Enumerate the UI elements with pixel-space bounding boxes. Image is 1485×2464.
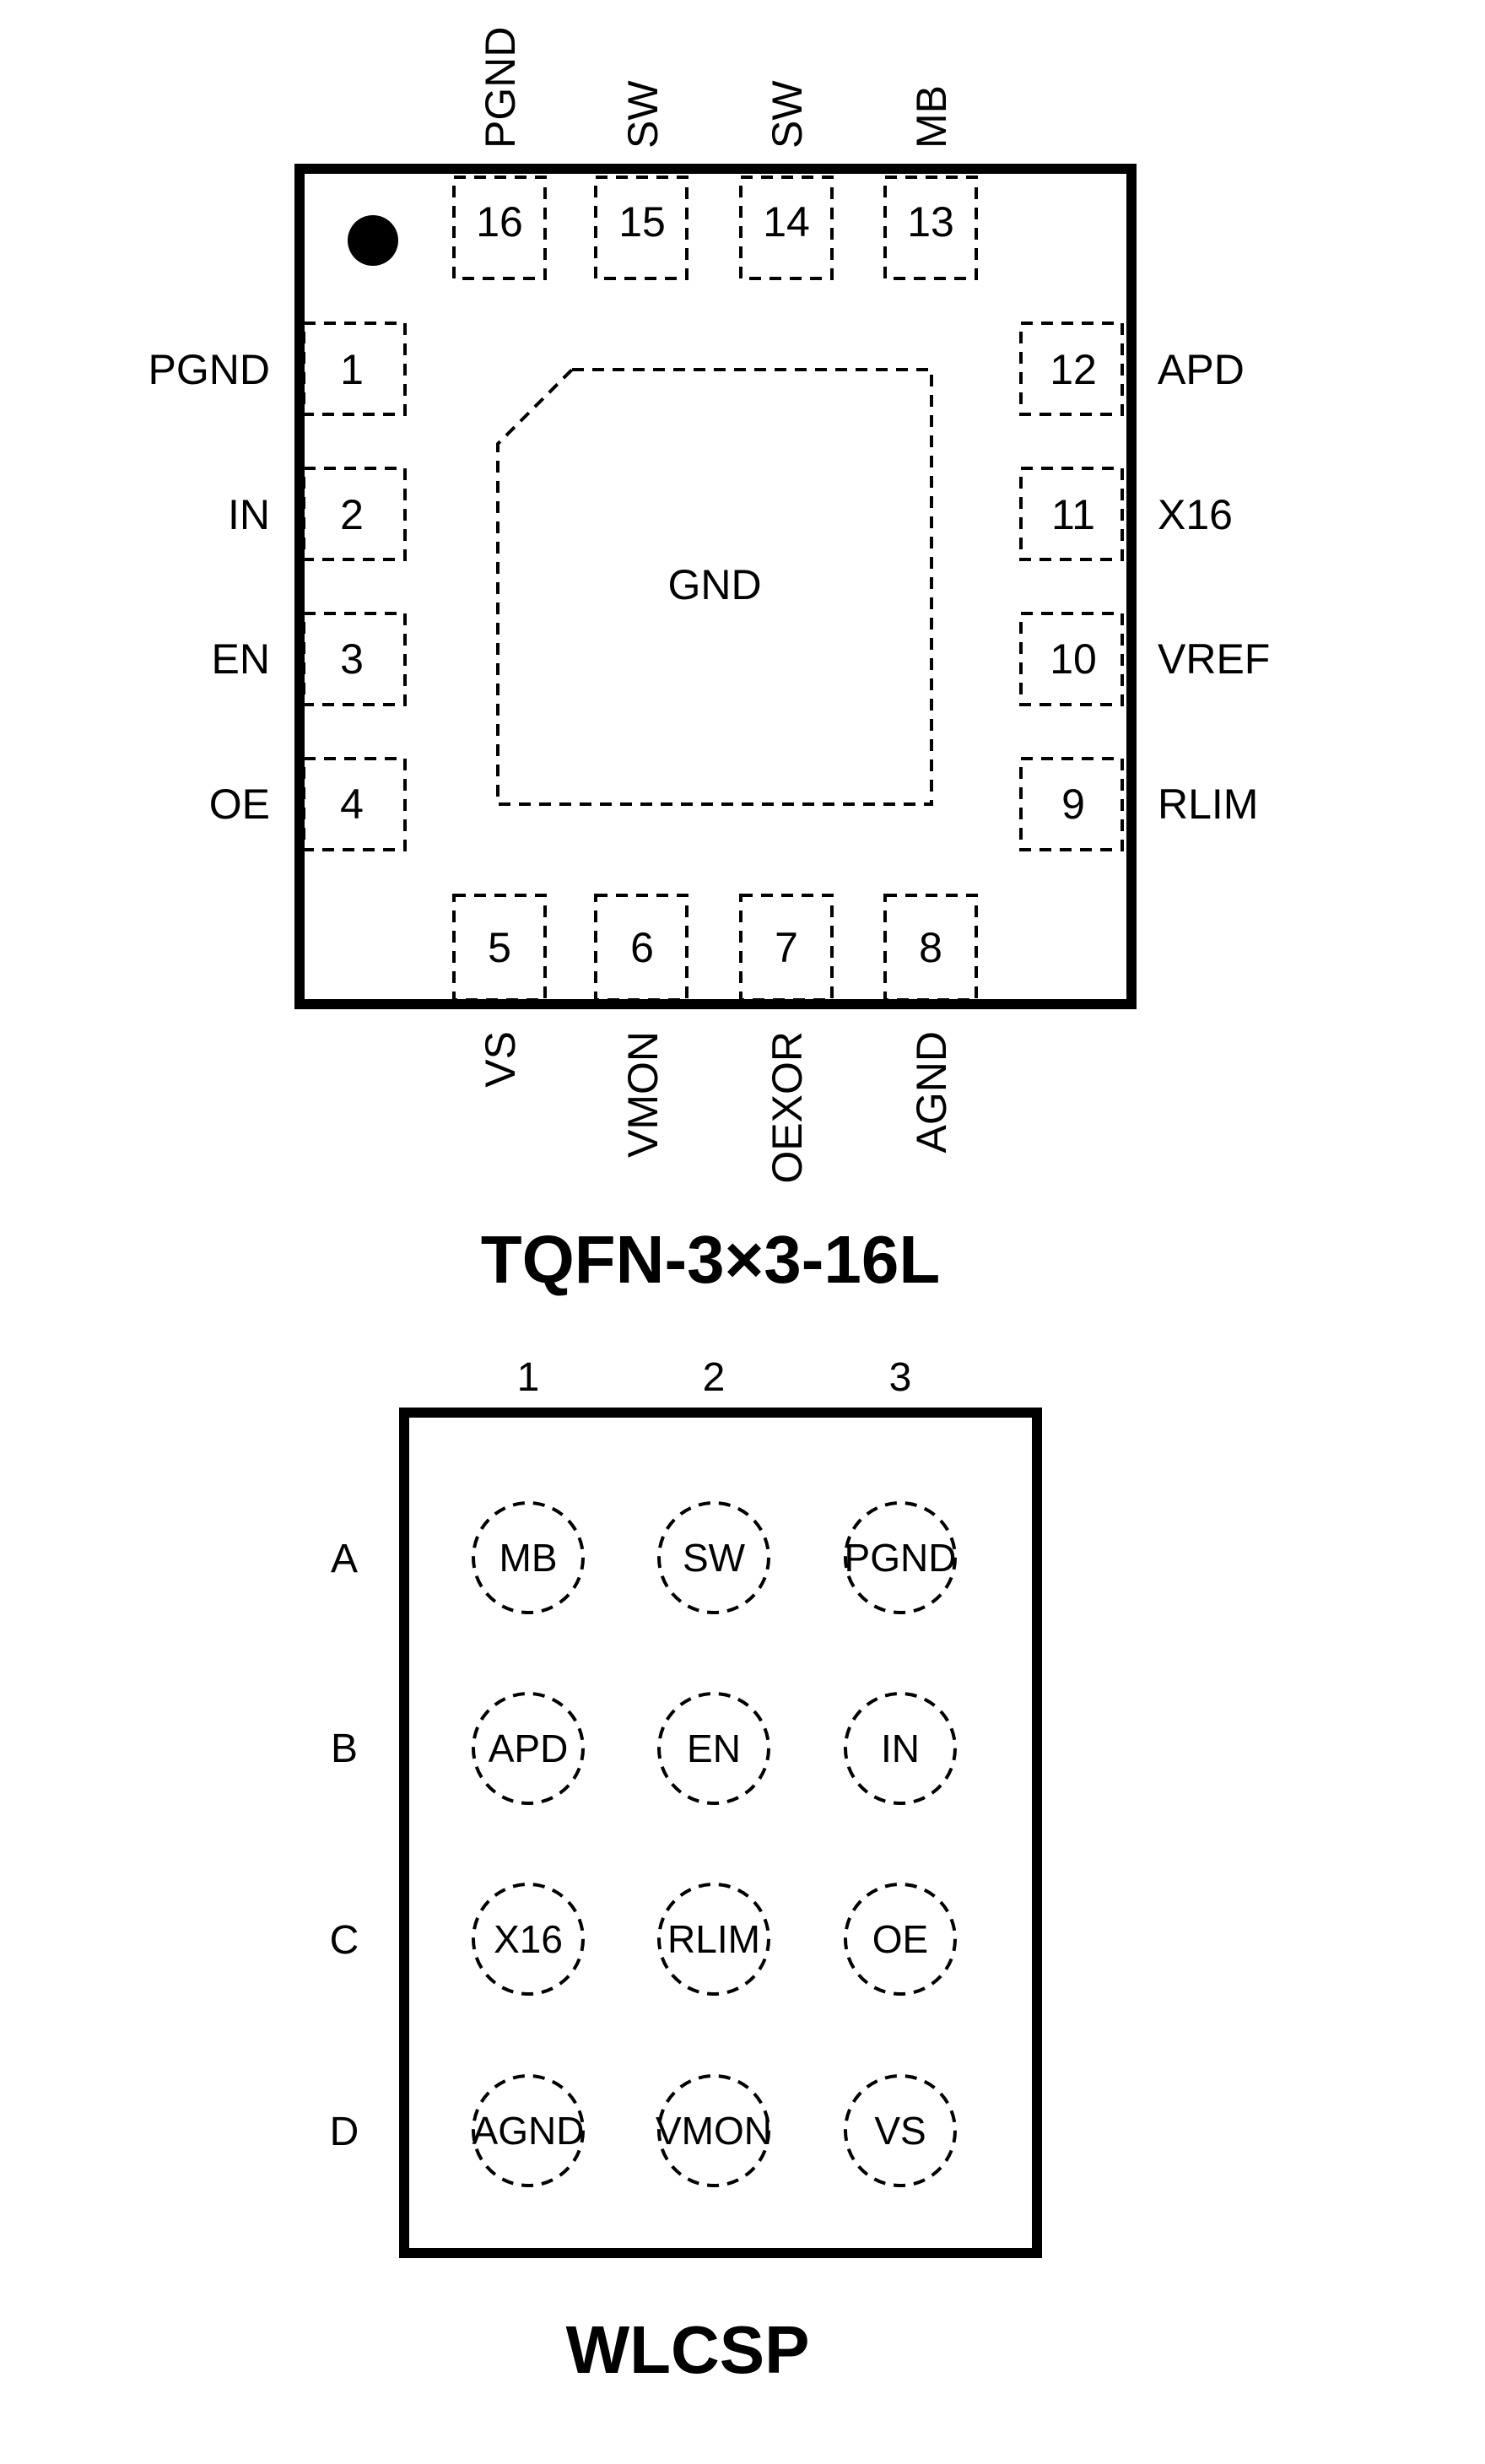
pin-9-name: RLIM [1158, 781, 1258, 828]
pin-12-name: APD [1158, 346, 1245, 393]
pin-11-pad [1019, 467, 1124, 561]
pin-4-number: 4 [340, 781, 364, 828]
wlcsp-package: 1 2 3 A B C D MB SW PGND APD EN IN X16 R… [330, 1355, 1042, 2387]
row-a-label: A [331, 1537, 358, 1581]
pin-15-number: 15 [618, 198, 666, 246]
pin-16-pad [452, 176, 547, 280]
ball-b1-label: APD [489, 1726, 569, 1770]
pin-6-number: 6 [630, 924, 654, 971]
tqfn-caption: TQFN-3×3-16L [481, 1222, 941, 1297]
ball-b3-label: IN [881, 1726, 920, 1770]
pin-3-pad [302, 612, 407, 706]
pin-8-name: AGND [908, 1031, 955, 1153]
ball-d3 [844, 2074, 957, 2187]
ball-c1 [472, 1883, 585, 1996]
pin-14-pad [739, 176, 834, 280]
pin-3-name: EN [212, 635, 270, 683]
ball-c3 [844, 1883, 957, 1996]
pin-5-number: 5 [488, 924, 511, 971]
pin-14-name: SW [764, 80, 811, 149]
pin-11-name: X16 [1158, 491, 1233, 538]
ball-d3-label: VS [874, 2109, 926, 2153]
pin-7-number: 7 [775, 924, 798, 971]
pin-12-number: 12 [1050, 346, 1097, 393]
pin-8-number: 8 [919, 924, 942, 971]
pin-15-pad [594, 176, 688, 280]
pin-13-number: 13 [907, 198, 954, 246]
pin-10-number: 10 [1050, 635, 1097, 683]
pin-2-number: 2 [340, 491, 364, 538]
pin1-marker-dot [348, 215, 398, 266]
row-d-label: D [330, 2110, 359, 2154]
column-1-label: 1 [517, 1355, 540, 1400]
pin-2-pad [302, 467, 407, 561]
pin-16-name: PGND [477, 27, 524, 149]
ball-d1-label: AGND [472, 2109, 585, 2153]
column-3-label: 3 [889, 1355, 912, 1400]
ball-a3-label: PGND [845, 1536, 957, 1580]
tqfn-package: GND 1 PGND 2 IN 3 EN 4 OE 5 VS 6 VMON 7 … [148, 27, 1271, 1297]
ball-a3 [844, 1501, 957, 1614]
pin-4-name: OE [209, 781, 270, 828]
ball-a1 [472, 1501, 585, 1614]
pin-3-number: 3 [340, 635, 364, 683]
pin-13-pad [883, 176, 978, 280]
pin-9-pad [1019, 757, 1124, 851]
ball-c1-label: X16 [494, 1917, 563, 1961]
pin-2-name: IN [228, 491, 270, 538]
pin-11-number: 11 [1051, 491, 1095, 538]
exposed-pad-outline [496, 368, 933, 806]
pin-5-pad [452, 894, 547, 1002]
pin-6-pad [594, 894, 688, 1002]
ball-a2 [657, 1501, 770, 1614]
ball-c2-label: RLIM [667, 1917, 760, 1961]
pin-10-pad [1019, 612, 1124, 706]
pin-1-number: 1 [340, 346, 364, 393]
pin-13-name: MB [908, 85, 955, 149]
ball-a2-label: SW [683, 1536, 746, 1580]
pin-4-pad [302, 757, 407, 851]
pin-14-number: 14 [763, 198, 810, 246]
pin-8-pad [883, 894, 978, 1002]
column-2-label: 2 [703, 1355, 726, 1400]
pin-6-name: VMON [619, 1031, 667, 1158]
row-b-label: B [331, 1726, 358, 1771]
exposed-pad-label: GND [667, 561, 761, 608]
pin-12-pad [1019, 322, 1124, 416]
ball-c2 [657, 1883, 770, 1996]
ball-d2 [657, 2074, 770, 2187]
ball-d1 [472, 2074, 585, 2187]
ball-b3 [844, 1692, 957, 1805]
pin-1-pad [302, 322, 407, 416]
wlcsp-body-outline [399, 1408, 1042, 2258]
row-c-label: C [330, 1918, 359, 1963]
tqfn-body-outline [294, 164, 1137, 1009]
pin-1-name: PGND [148, 346, 270, 393]
wlcsp-caption: WLCSP [566, 2312, 810, 2387]
ball-a1-label: MB [500, 1536, 558, 1580]
pin-5-name: VS [477, 1031, 524, 1088]
pin-15-name: SW [619, 80, 667, 149]
ball-b2 [657, 1692, 770, 1805]
ball-d2-label: VMON [656, 2109, 772, 2153]
pin-10-name: VREF [1158, 635, 1270, 683]
pin-9-number: 9 [1061, 781, 1085, 828]
ball-c3-label: OE [872, 1917, 928, 1961]
pin-7-pad [739, 894, 834, 1002]
ball-b1 [472, 1692, 585, 1805]
pin-7-name: OEXOR [764, 1031, 811, 1184]
pin-16-number: 16 [476, 198, 523, 246]
ball-b2-label: EN [687, 1726, 741, 1770]
